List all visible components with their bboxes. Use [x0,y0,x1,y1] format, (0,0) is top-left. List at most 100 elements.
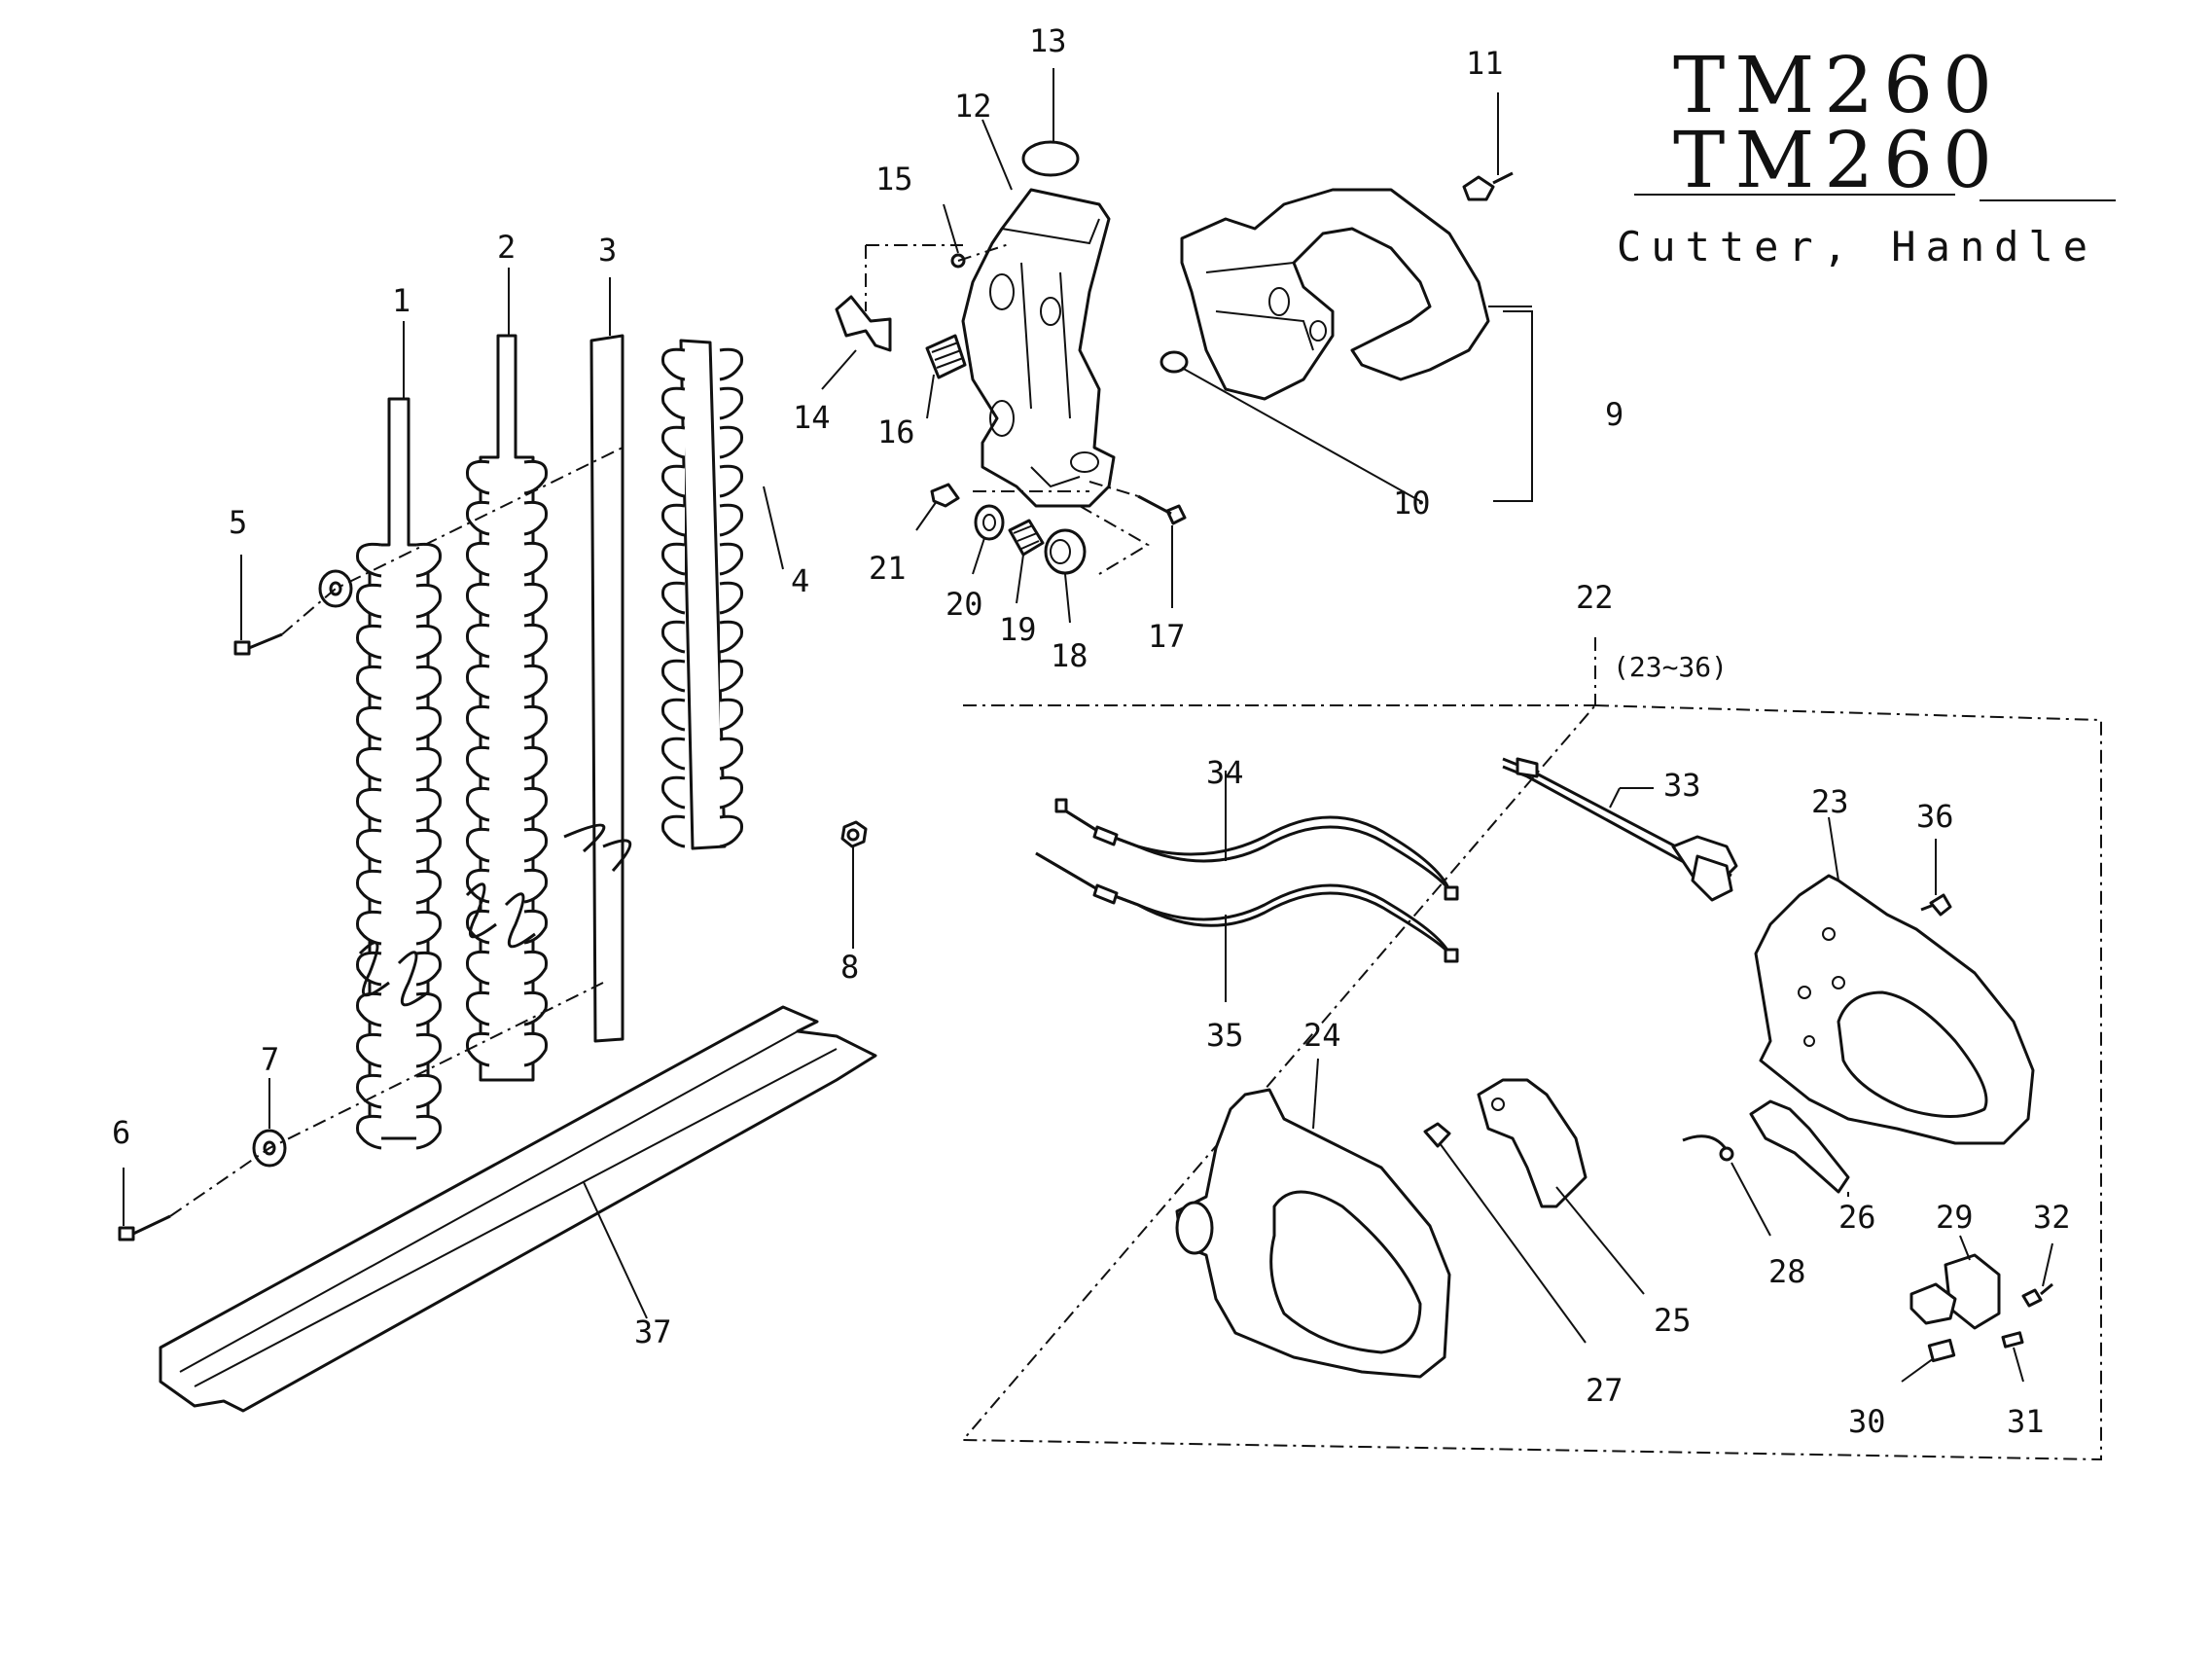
damper-19 [1008,519,1045,557]
blade-tooth [356,910,382,946]
bolt-5 [233,632,283,656]
blade-tooth [415,583,442,619]
label-1: 1 [392,282,410,319]
label-31: 31 [2007,1403,2045,1440]
blade-tooth [465,704,490,740]
blade-tooth [719,775,744,810]
blade-tooth [356,951,382,987]
blade-tooth [719,542,744,576]
blade-tooth [356,1032,382,1068]
blade-tooth [719,347,744,381]
blade-tooth [523,909,549,945]
collar-10 [1160,350,1189,374]
blade-tooth [465,786,490,822]
label-7: 7 [261,1041,279,1078]
blade-tooth [356,705,382,741]
blade-tooth [415,991,442,1027]
label-16: 16 [877,414,915,450]
nut-8 [840,820,868,848]
blade-tooth [465,950,490,986]
label-3: 3 [598,232,617,269]
blade-tooth [523,827,549,863]
blade-tooth [719,503,744,537]
label-34: 34 [1206,754,1244,791]
label-12: 12 [954,88,992,125]
break-mark-2 [465,882,536,949]
label-22: 22 [1576,579,1614,616]
front-handle [1180,188,1490,401]
clip-14 [835,295,892,352]
blade-tooth [356,624,382,660]
label-23: 23 [1811,783,1849,820]
assembly-22-outline [960,703,2102,1461]
label-4: 4 [791,562,809,599]
label-25: 25 [1654,1302,1692,1339]
lockout-lever-26 [1749,1099,1850,1194]
blade-tooth [356,1114,382,1150]
blade-tooth [356,869,382,905]
label-15: 15 [875,161,913,198]
blade-tooth [415,951,442,987]
blade-tooth [415,828,442,864]
blade-tooth [660,659,686,693]
o-ring-13 [1021,140,1080,177]
label-2: 2 [497,229,516,266]
label-10: 10 [1393,485,1431,522]
blade-tooth [660,425,686,459]
model-number-2: TM260 [1673,115,2002,205]
blade-tooth [660,542,686,576]
label-35: 35 [1206,1017,1244,1054]
break-mark-1 [358,941,429,1007]
blade-tooth [356,542,382,578]
label-32: 32 [2033,1199,2071,1236]
blade-tooth [356,583,382,619]
spring-28 [1682,1134,1734,1162]
plate-21 [930,483,960,508]
screw-36 [1920,893,1952,917]
blade-tooth [719,737,744,771]
model-number-1: TM260 [1673,40,2002,130]
blade-tooth [465,827,490,863]
spring-31 [2001,1331,2024,1349]
blade-tooth [523,868,549,904]
label-14: 14 [793,399,831,436]
blade-tooth [523,664,549,700]
collar-18 [1044,528,1087,575]
blade-4 [660,339,744,850]
blade-support-bar [563,334,632,1043]
title-block: TM260 TM260 Cutter, Handle [1617,40,2116,270]
blade-tooth [523,990,549,1026]
blade-tooth [660,503,686,537]
damper-16 [925,334,967,379]
leader-lines [123,68,2053,1383]
label-30: 30 [1848,1403,1886,1440]
blade-tooth [356,746,382,782]
blade-tooth [356,828,382,864]
blade-tooth [523,459,549,495]
blade-tooth [660,814,686,848]
label-6: 6 [112,1114,130,1151]
blade-tooth [415,1114,442,1150]
label-9: 9 [1605,396,1623,433]
label-24: 24 [1303,1017,1341,1054]
blade-tooth [523,745,549,781]
screw-11 [1462,171,1514,201]
blade-tooth [465,541,490,577]
blade-tooth [523,582,549,618]
blade-tooth [465,623,490,659]
blade-tooth [465,1031,490,1067]
part-labels: 1 2 3 4 5 6 7 8 9 10 11 12 13 14 15 16 1… [112,22,2071,1440]
label-26: 26 [1838,1199,1876,1236]
blade-tooth [415,869,442,905]
label-21: 21 [869,550,907,587]
blade-tooth [356,991,382,1027]
blade-tooth [415,787,442,823]
blade-tooth [415,746,442,782]
blade-tooth [523,623,549,659]
blade-tooth [465,745,490,781]
throttle-cables [1035,798,1459,963]
gear-case-mount [961,188,1116,508]
label-20: 20 [945,586,983,623]
label-29: 29 [1936,1199,1974,1236]
